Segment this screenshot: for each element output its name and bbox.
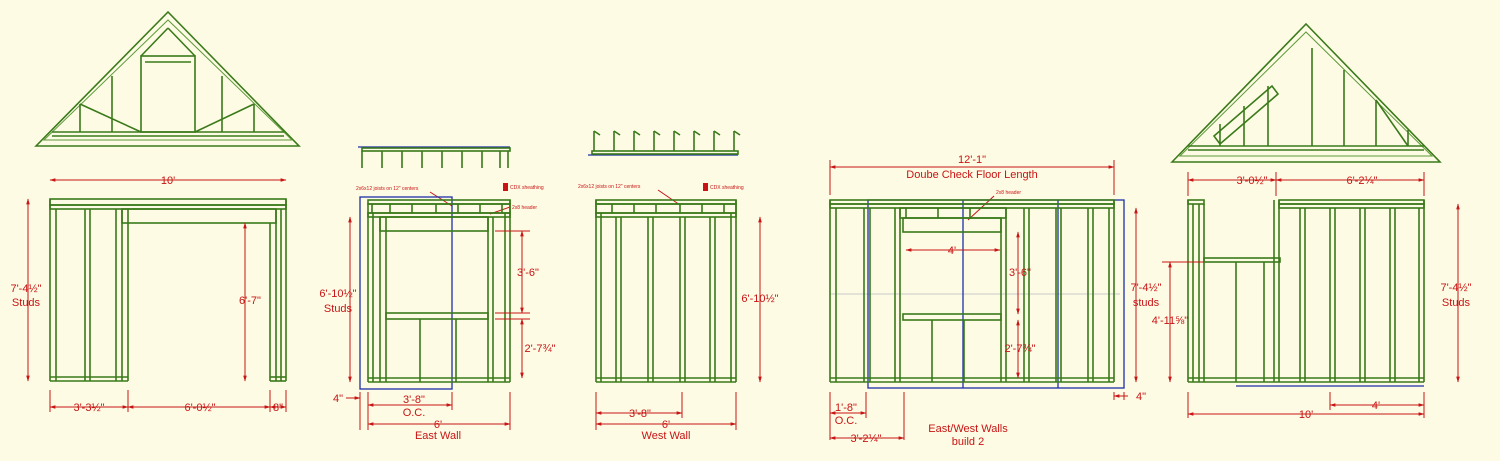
front-door-height: 6'-7" [239,295,261,307]
ew-sill-height: 2'-7¾" [1004,343,1035,355]
west-joist-note: 2x6x12 joists on 12" centers [578,184,641,190]
west-cdx-note: CDX sheathing [710,185,744,191]
west-height: 6'-10½" [741,293,778,305]
east-window-height: 3'-6" [517,267,539,279]
ew-window-height: 3'-6" [1009,267,1031,279]
east-oc: 3'-8" [403,394,425,406]
east-cdx-note: CDX sheathing [510,185,544,191]
back-seg-3: 4' [1372,400,1380,412]
east-joist-note: 2x6x12 joists on 12" centers [356,186,419,192]
west-wall: 2x6x12 joists on 12" centers CDX sheathi… [578,130,779,442]
front-wall-width: 10' [161,175,175,187]
ew-offset: 4" [1136,391,1146,403]
east-header-note: 2x8 header [512,205,537,211]
ew-header-note: 2x8 header [996,190,1021,196]
front-seg-2: 6'-0½" [184,402,215,414]
ew-title: East/West Walls [928,423,1008,435]
ew-length-note: Doube Check Floor Length [906,169,1037,181]
east-wall-title: East Wall [415,430,461,442]
back-studs-note: Studs [1442,297,1471,309]
east-offset: 4" [333,393,343,405]
east-width: 6' [434,419,442,431]
ew-height: 7'-4½" [1130,282,1161,294]
west-oc: 3'-8" [629,408,651,420]
ew-oc: 1'-8" [835,402,857,414]
back-seg-2: 6'-2¼" [1346,175,1377,187]
west-width: 6' [662,419,670,431]
west-wall-title: West Wall [642,430,691,442]
roof-truss-left [34,10,301,147]
east-sill-height: 2'-7¾" [524,343,555,355]
back-seg-1: 3'-0½" [1236,175,1267,187]
ew-subtitle: build 2 [952,436,984,448]
east-height: 6'-10½" [319,288,356,300]
front-seg-3: 8" [273,402,283,414]
front-seg-1: 3'-3½" [73,402,104,414]
ew-seg: 3'-2¼" [850,433,881,445]
ew-length: 12'-1" [958,154,986,166]
front-wall: 10' 7'-4½" Studs 6'-7" 3'-3½" 6'-0½" 8" [10,175,287,414]
back-width: 10' [1299,409,1313,421]
ew-oc-note: O.C. [835,415,858,427]
back-low-height: 4'-11⅝" [1152,315,1188,327]
east-oc-note: O.C. [403,407,426,419]
east-studs-note: Studs [324,303,353,315]
east-west-walls: 12'-1" Doube Check Floor Length 2x8 head… [829,154,1162,448]
east-wall: 2x6x12 joists on 12" centers CDX sheathi… [319,146,556,442]
back-height: 7'-4½" [1440,282,1471,294]
roof-truss-right [1170,22,1442,163]
ew-window-width: 4' [948,245,956,257]
ew-studs-note: studs [1133,297,1160,309]
front-wall-studs-note: Studs [12,297,41,309]
back-wall: 3'-0½" 6'-2¼" 7'-4½" Studs [1152,172,1472,421]
front-wall-height: 7'-4½" [10,283,41,295]
